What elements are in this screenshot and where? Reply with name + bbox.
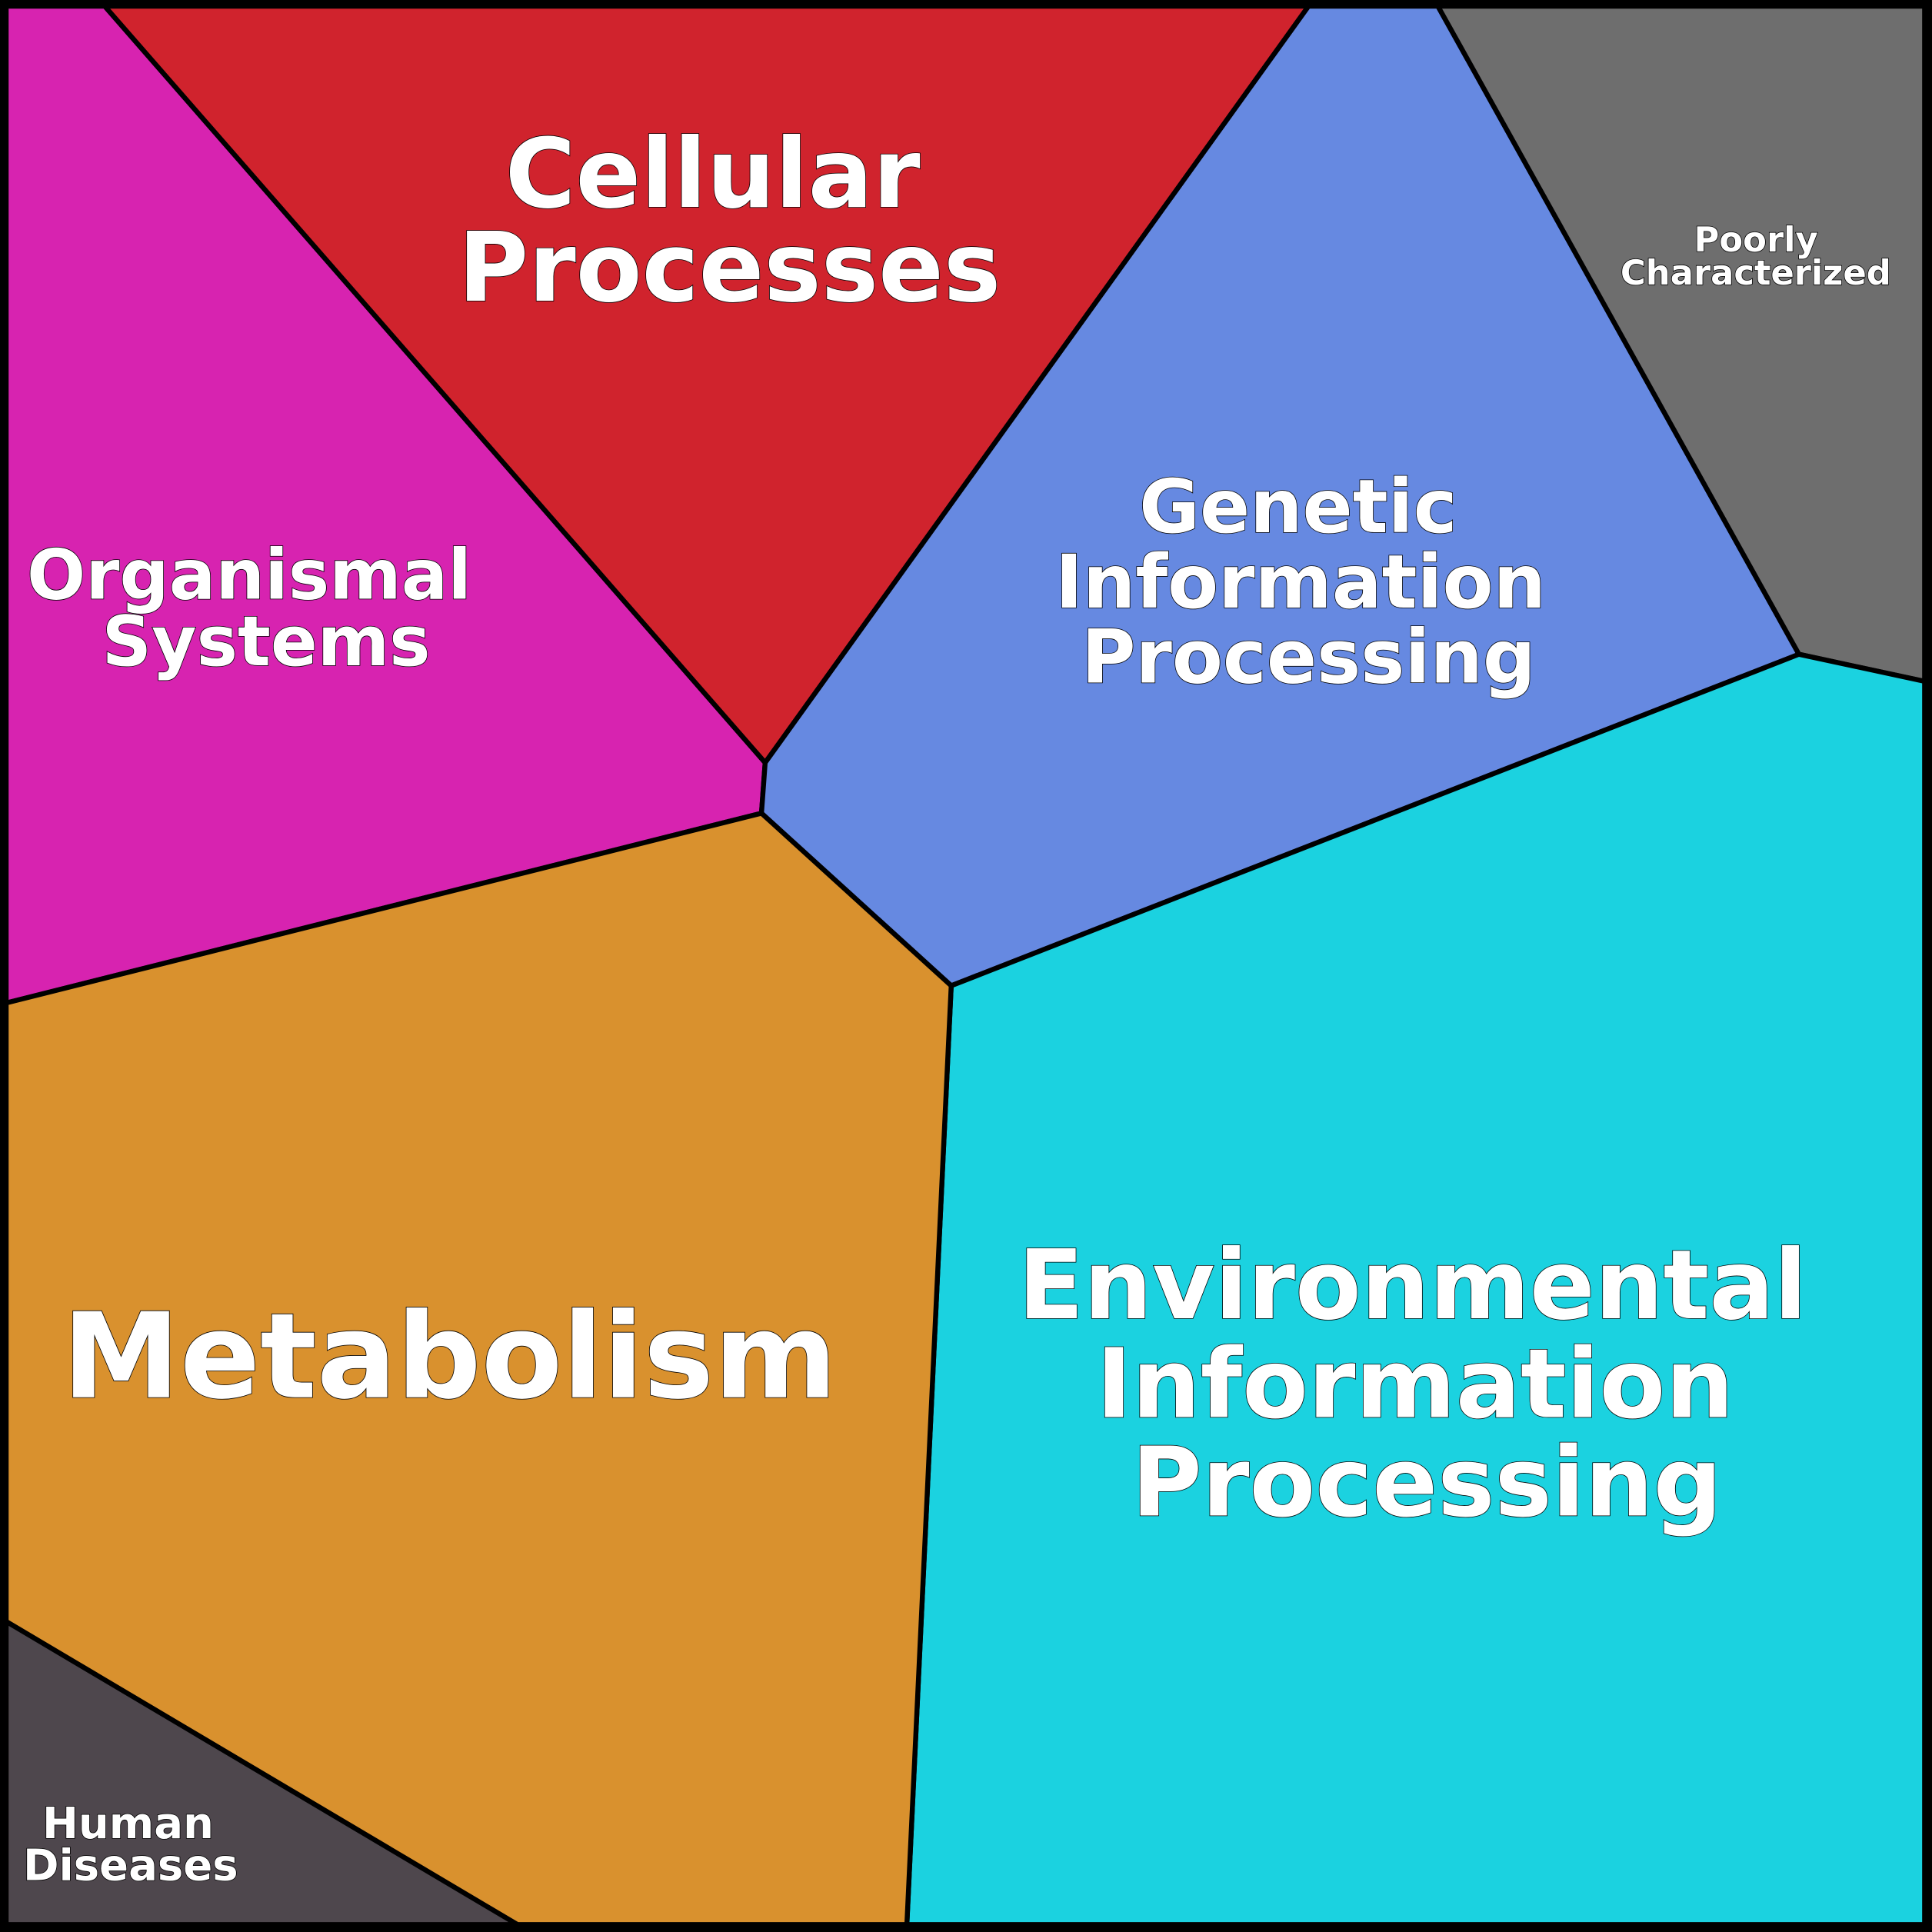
label-environmental-information-processing: Environmental Information Processing	[1018, 1230, 1840, 1538]
label-cellular-processes: Cellular Processes	[458, 118, 1001, 324]
label-metabolism: Metabolism	[62, 1288, 838, 1426]
label-poorly-characterized: Poorly Characterized	[1621, 219, 1891, 293]
label-organismal-systems: Organismal Systems	[27, 536, 495, 683]
label-human-diseases: Human Diseases	[23, 1799, 238, 1890]
label-genetic-information-processing: Genetic Information Processing	[1055, 464, 1571, 700]
